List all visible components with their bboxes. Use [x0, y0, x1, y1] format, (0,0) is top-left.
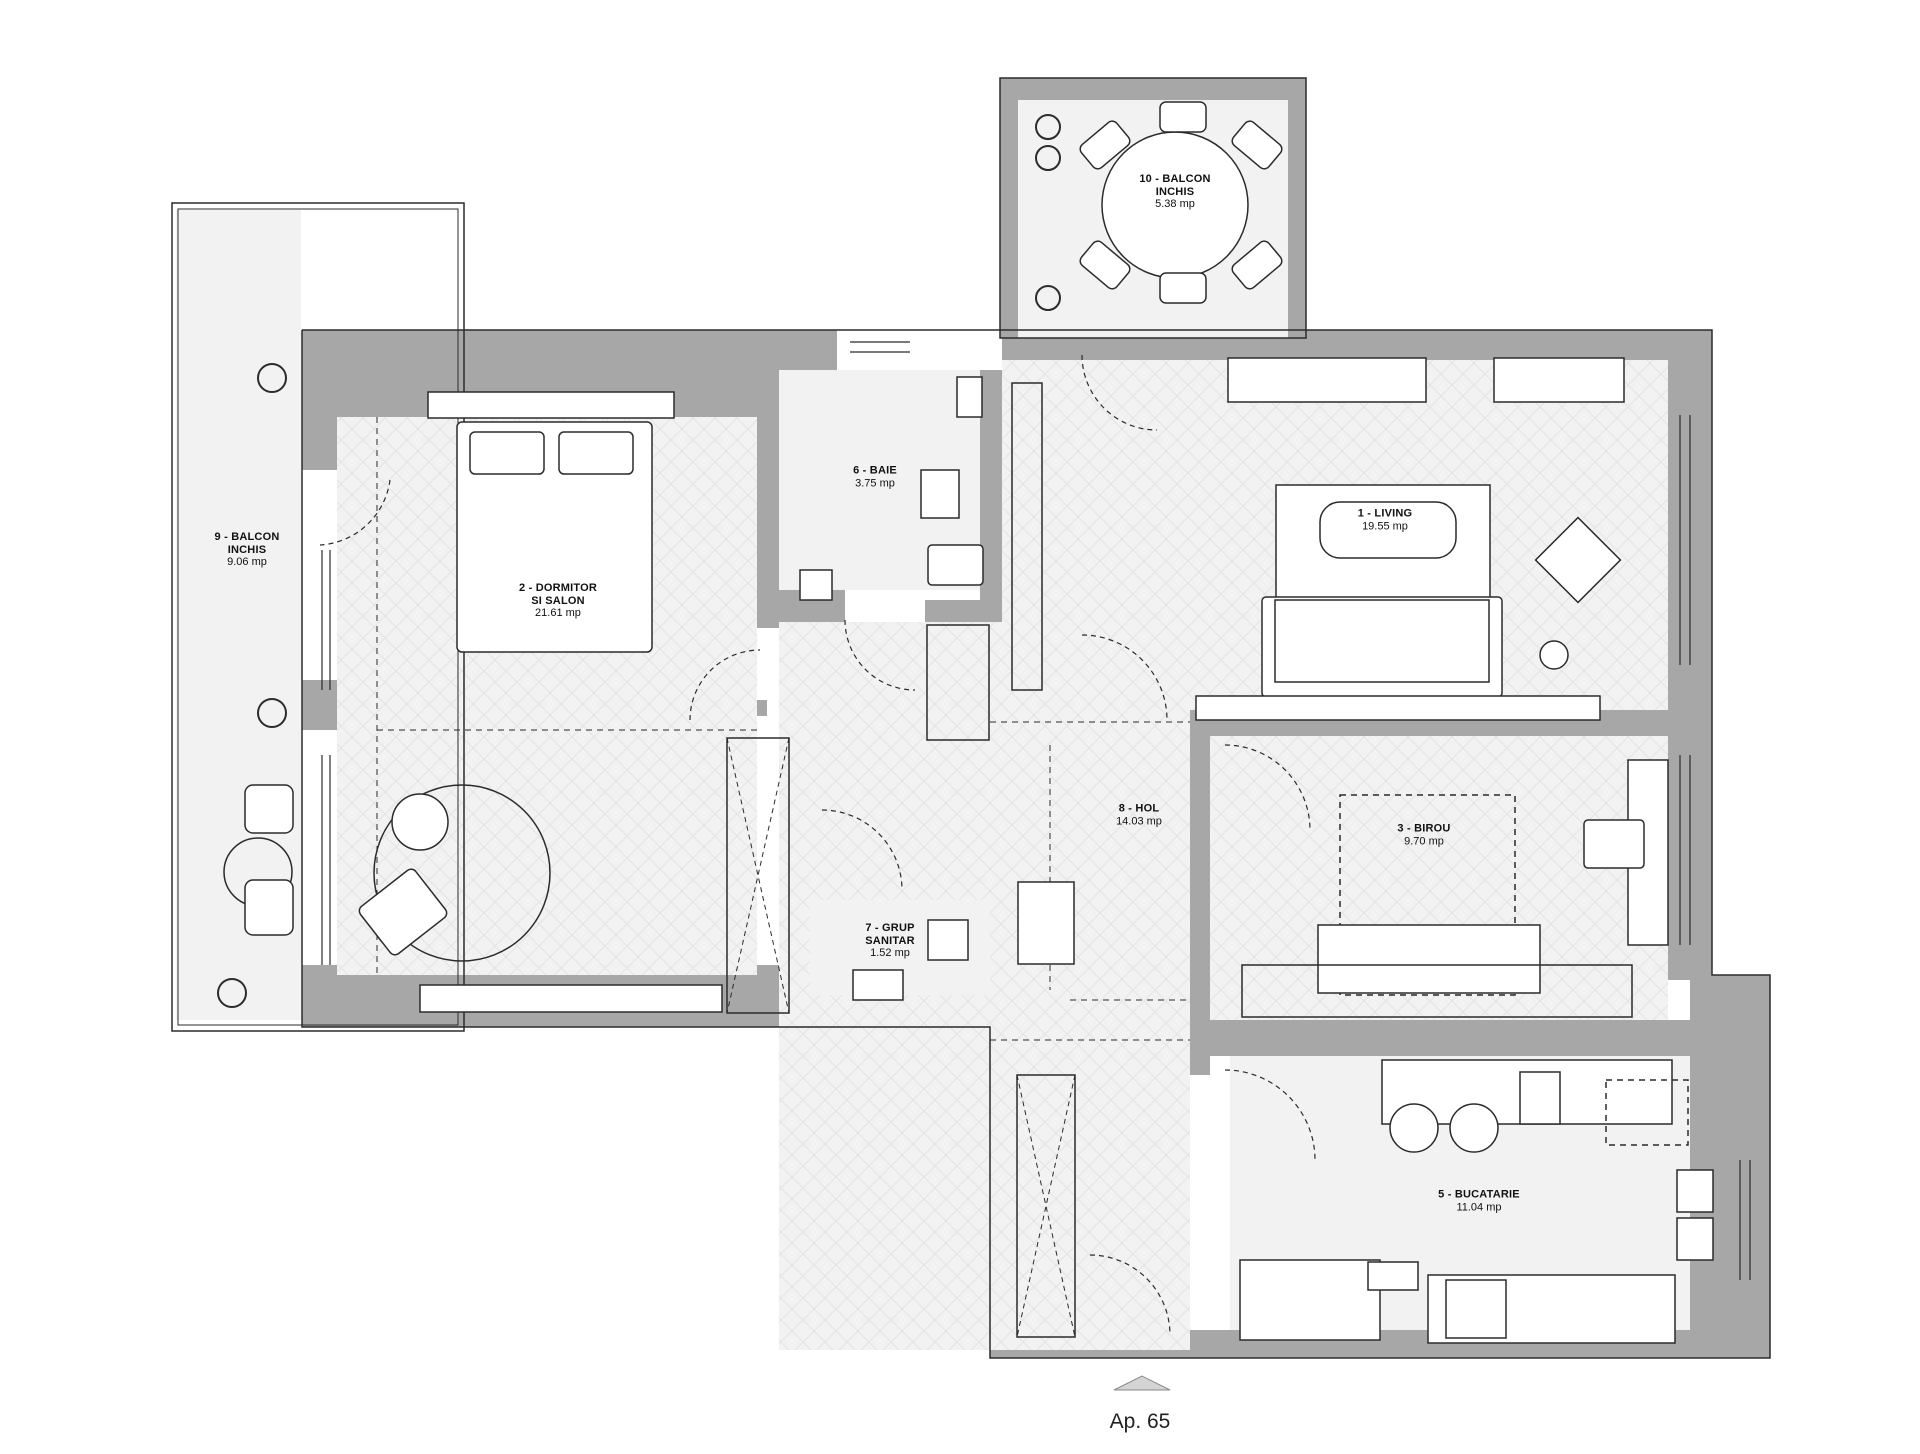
- table-icon: [1534, 516, 1622, 604]
- room-name: 10 - BALCON: [1139, 173, 1211, 186]
- room-area: 5.38 mp: [1155, 198, 1195, 211]
- toilet-icon: [927, 544, 984, 586]
- stool-icon: [1389, 1103, 1439, 1153]
- stove-icon: [1519, 1071, 1561, 1125]
- room-label-birou: 3 - BIROU 9.70 mp: [1397, 822, 1450, 847]
- room-name: 9 - BALCON: [214, 531, 280, 544]
- rug-icon: [373, 784, 551, 962]
- room-name: INCHIS: [227, 543, 267, 556]
- apartment-caption: Ap. 65: [1109, 1410, 1171, 1433]
- room-area: 9.06 mp: [227, 556, 267, 569]
- room-area: 21.61 mp: [535, 607, 581, 620]
- room-area: 3.75 mp: [855, 477, 895, 489]
- room-name: 2 - DORMITOR: [519, 582, 597, 595]
- sink-icon: [920, 376, 983, 519]
- bed-icon: [427, 391, 675, 653]
- room-name: 6 - BAIE: [853, 464, 897, 477]
- room-name: SANITAR: [865, 934, 915, 947]
- room-name: INCHIS: [1155, 185, 1195, 198]
- wardrobe-icon: [726, 737, 790, 1014]
- armchair-icon: [358, 868, 448, 956]
- sink-icon: [1445, 1279, 1507, 1339]
- doors: [319, 354, 1316, 1336]
- wardrobe-icon: [1011, 382, 1076, 1338]
- room-label-baie: 6 - BAIE 3.75 mp: [853, 464, 897, 489]
- shower-icon: [926, 624, 990, 741]
- stool-icon: [1449, 1103, 1499, 1153]
- sofa-icon: [1317, 924, 1541, 994]
- room-name: 3 - BIROU: [1397, 822, 1451, 835]
- furniture: [217, 101, 1714, 1344]
- table-icon: [1079, 101, 1283, 304]
- room-name: 1 - LIVING: [1357, 507, 1413, 520]
- outlines: [171, 77, 1771, 1359]
- room-area: 14.03 mp: [1116, 815, 1162, 827]
- room-label-living: 1 - LIVING 19.55 mp: [1358, 507, 1413, 532]
- room-area: 1.52 mp: [870, 947, 910, 960]
- room-label-grup: 7 - GRUP SANITAR 1.52 mp: [865, 922, 914, 960]
- room-label-hol: 8 - HOL 14.03 mp: [1116, 802, 1162, 827]
- room-name: 8 - HOL: [1118, 802, 1160, 815]
- entrance-arrow-icon: [1113, 1375, 1171, 1391]
- room-area: 9.70 mp: [1404, 835, 1444, 847]
- desk-icon: [1339, 794, 1516, 996]
- room-label-dormitor: 2 - DORMITOR SI SALON 21.61 mp: [519, 582, 597, 620]
- room-area: 11.04 mp: [1456, 1201, 1502, 1213]
- room-name: 7 - GRUP: [865, 922, 915, 935]
- toilet-icon: [927, 919, 969, 961]
- sofa-icon: [1261, 596, 1503, 698]
- windows: [321, 341, 1751, 1280]
- room-name: 5 - BUCATARIE: [1438, 1188, 1520, 1201]
- plant-icon: [217, 363, 287, 1008]
- room-label-balcon9: 9 - BALCON INCHIS 9.06 mp: [215, 531, 280, 569]
- sink-icon: [852, 969, 904, 1001]
- plant-icon: [1035, 114, 1061, 311]
- room-label-bucatarie: 5 - BUCATARIE 11.04 mp: [1438, 1188, 1520, 1213]
- room-label-balcon10: 10 - BALCON INCHIS 5.38 mp: [1139, 173, 1210, 211]
- room-name: SI SALON: [531, 594, 585, 607]
- room-area: 19.55 mp: [1362, 520, 1408, 532]
